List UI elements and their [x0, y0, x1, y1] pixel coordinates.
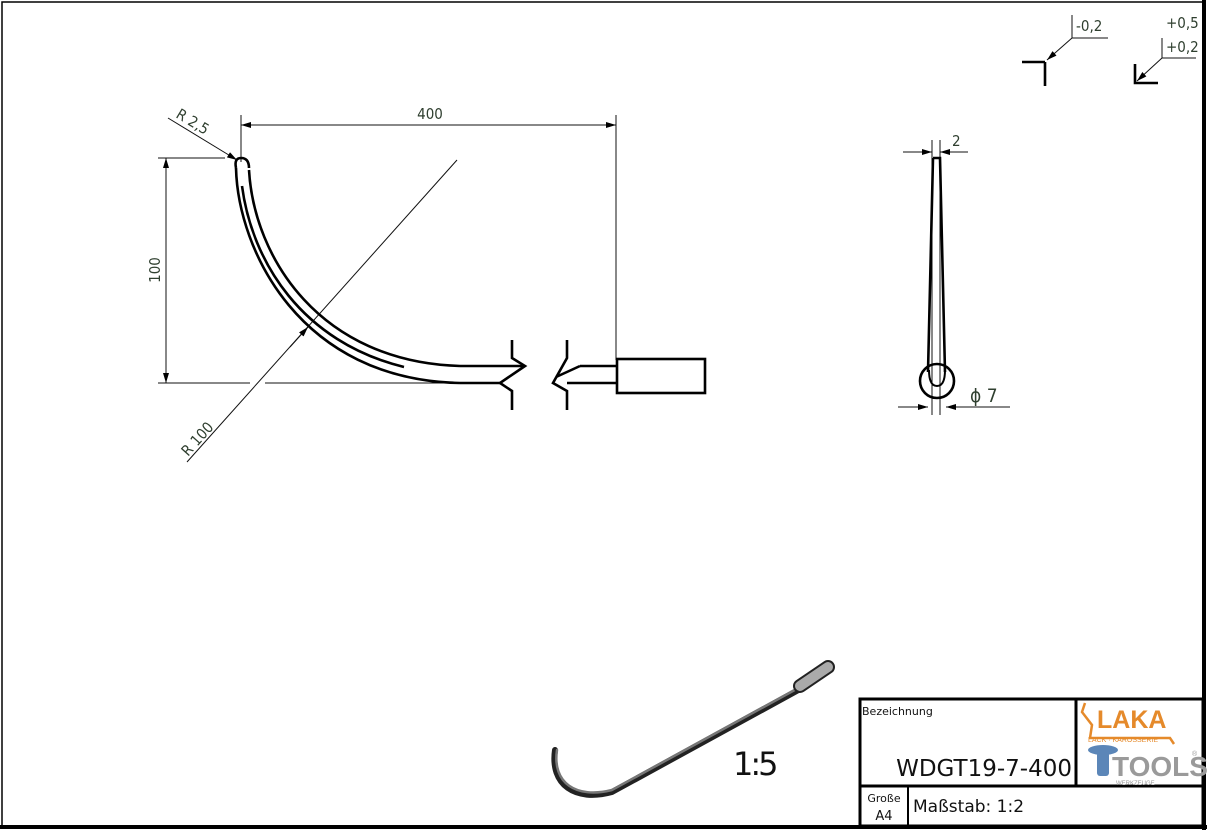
designation-label: Bezeichnung — [862, 705, 933, 718]
title-block: Bezeichnung WDGT19-7-400 Große A4 Maßsta… — [858, 697, 1205, 828]
handle — [615, 357, 707, 395]
dimension-400: 400 — [417, 105, 443, 123]
fillet-tolerance-value: -0,2 — [1076, 17, 1102, 35]
size-value: A4 — [875, 809, 892, 824]
logo-tools: TOOLS — [1112, 751, 1207, 782]
isometric-view: 1:5 — [551, 660, 835, 798]
logo-tagline: LACK · KAROSSERIE — [1088, 737, 1158, 744]
front-view: 400 100 R 2,5 R 100 — [146, 105, 707, 463]
dimension-diameter: ϕ 7 — [970, 385, 998, 407]
chamfer-lower-value: +0,2 — [1166, 38, 1199, 56]
scale-value: Maßstab: 1:2 — [913, 797, 1024, 817]
chamfer-upper-value: +0,5 — [1166, 14, 1199, 32]
logo-registered: ® — [1192, 750, 1198, 758]
size-label: Große — [867, 792, 900, 805]
designation-value: WDGT19-7-400 — [896, 756, 1072, 782]
side-view: 2 ϕ 7 — [898, 132, 1010, 415]
logo-laka: LAKA — [1097, 706, 1166, 734]
fillet-tolerance-symbol: -0,2 — [1022, 15, 1108, 86]
dimension-100: 100 — [146, 257, 164, 283]
laka-tools-logo: LAKA LACK · KAROSSERIE TOOLS ® WERKZEUGE — [1080, 702, 1207, 787]
logo-sub: WERKZEUGE — [1116, 781, 1155, 787]
dimension-r100: R 100 — [178, 418, 218, 459]
chamfer-tolerance-symbol: +0,5 +0,2 — [1133, 14, 1199, 85]
isometric-scale: 1:5 — [733, 745, 776, 783]
dimension-2: 2 — [952, 132, 961, 150]
